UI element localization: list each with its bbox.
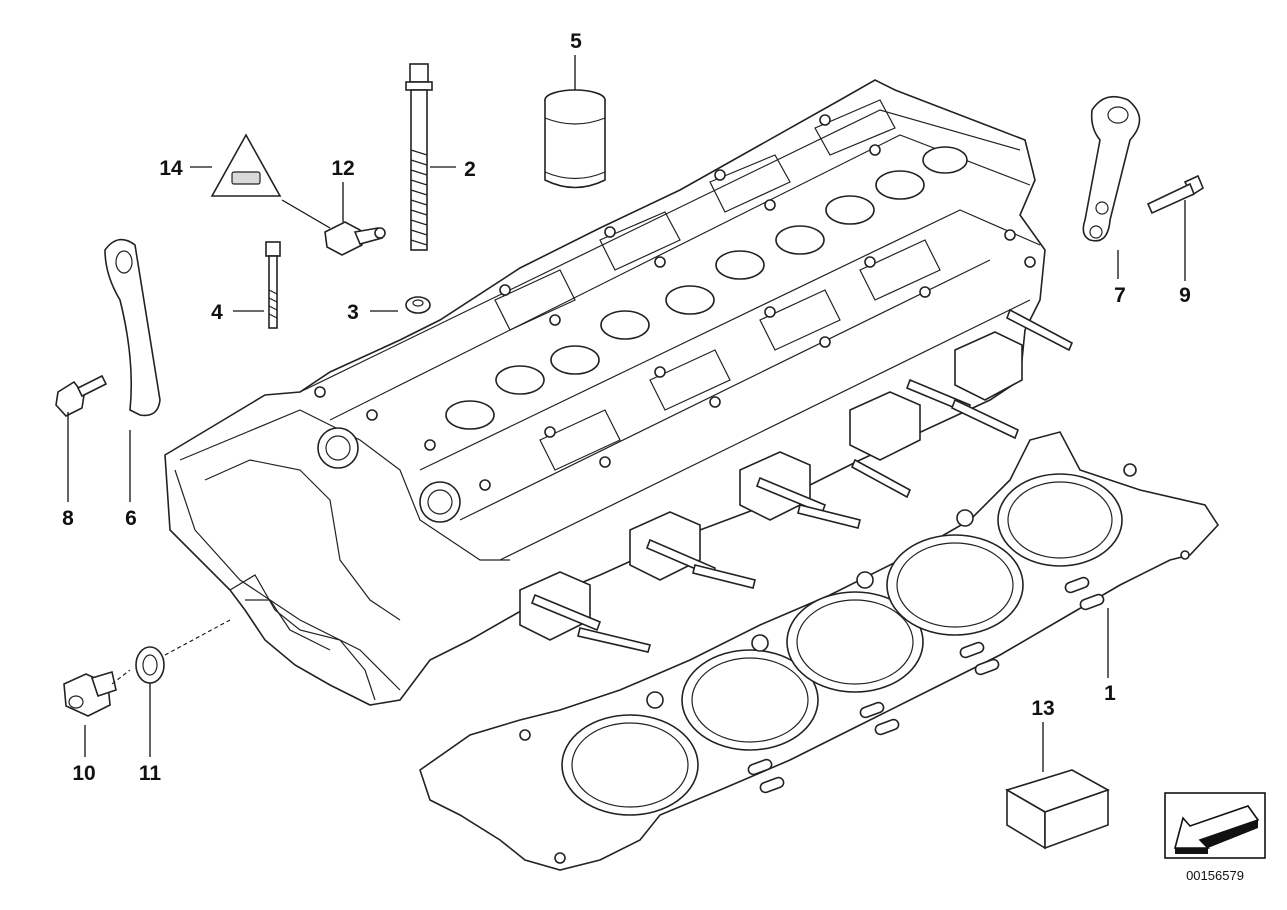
callout-12: 12 bbox=[331, 157, 354, 180]
lifting-eye-right bbox=[1082, 95, 1141, 242]
callout-4: 4 bbox=[211, 301, 223, 324]
gasket-slots bbox=[519, 463, 1190, 864]
callout-10: 10 bbox=[72, 762, 95, 785]
valve-pockets bbox=[445, 146, 968, 430]
orientation-arrow-box bbox=[1164, 792, 1266, 859]
screw-plug bbox=[63, 670, 117, 717]
callout-labels: 1 2 3 4 5 6 7 8 9 10 11 12 13 14 bbox=[62, 30, 1191, 785]
callout-3: 3 bbox=[347, 301, 359, 324]
callout-8: 8 bbox=[62, 507, 74, 530]
leader-lines bbox=[67, 55, 1186, 772]
callout-13: 13 bbox=[1031, 697, 1054, 720]
arrow-icon bbox=[1173, 805, 1260, 849]
temperature-sensor bbox=[324, 221, 386, 256]
callout-7: 7 bbox=[1114, 284, 1126, 307]
warning-label-icon bbox=[210, 133, 282, 197]
sleeve bbox=[544, 89, 606, 189]
document-number: 00156579 bbox=[1186, 868, 1244, 883]
cap-bolts bbox=[314, 114, 1036, 491]
callout-5: 5 bbox=[570, 30, 582, 53]
gasket-set-box bbox=[1005, 769, 1110, 850]
short-bolt bbox=[55, 374, 108, 417]
gasket-bores bbox=[561, 473, 1123, 816]
callout-11: 11 bbox=[139, 762, 162, 785]
head-gasket bbox=[419, 431, 1220, 871]
callout-6: 6 bbox=[125, 507, 137, 530]
callout-9: 9 bbox=[1179, 284, 1191, 307]
callout-2: 2 bbox=[464, 158, 476, 181]
cam-caps bbox=[494, 99, 941, 471]
screw bbox=[1146, 174, 1204, 215]
callout-1: 1 bbox=[1104, 682, 1116, 705]
exhaust-studs bbox=[530, 308, 1074, 653]
cylinder-head bbox=[164, 79, 1074, 706]
hex-bolt bbox=[265, 241, 281, 329]
callout-14: 14 bbox=[159, 157, 183, 180]
cylinder-head-bolt bbox=[405, 63, 433, 251]
lifting-eye-left bbox=[104, 238, 161, 417]
washer bbox=[405, 296, 431, 314]
seal-ring bbox=[135, 646, 165, 684]
